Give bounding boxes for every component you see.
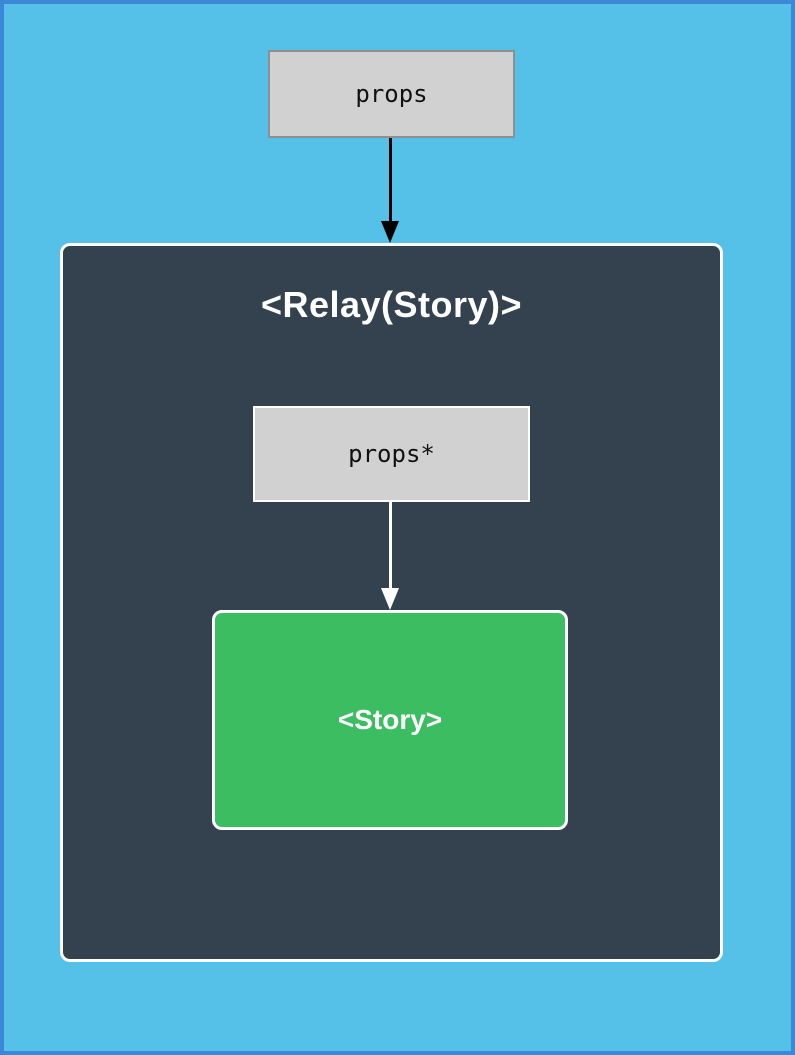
- story-label: <Story>: [337, 704, 443, 735]
- arrow-down-icon: [381, 588, 399, 610]
- props-star-label: props*: [348, 440, 435, 468]
- props-node-label: props: [355, 80, 428, 108]
- arrow-line: [389, 138, 392, 222]
- arrow-line: [389, 502, 392, 590]
- props-star-node: props*: [253, 406, 530, 502]
- relay-container-node: <Relay(Story)> props* <Story>: [60, 243, 723, 962]
- arrow-down-icon: [381, 221, 399, 243]
- story-node: <Story>: [212, 610, 568, 830]
- props-node: props: [268, 50, 515, 138]
- relay-title: <Relay(Story)>: [260, 284, 523, 325]
